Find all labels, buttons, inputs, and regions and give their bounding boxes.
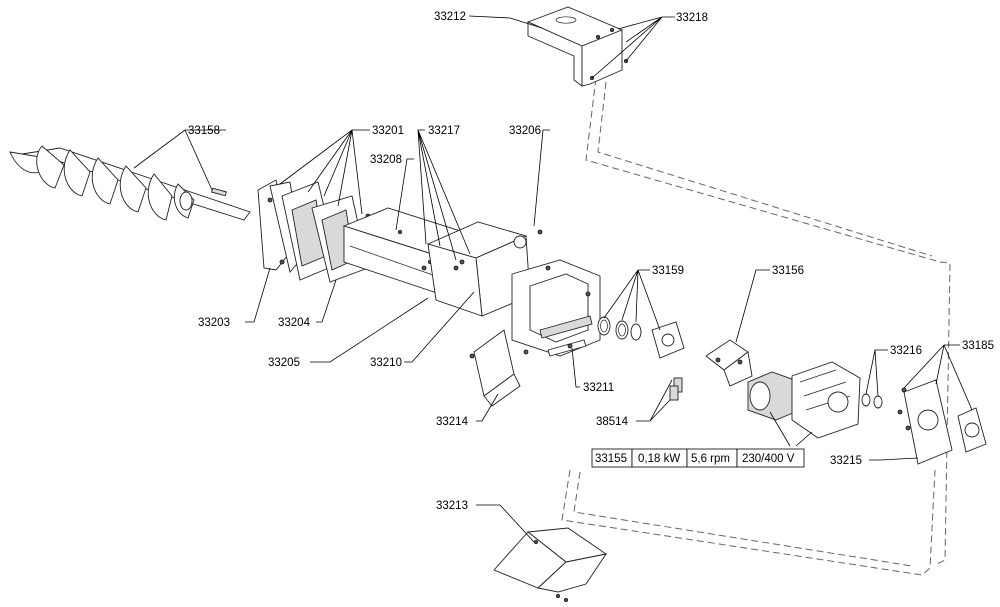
bearing-flange-part	[897, 379, 987, 465]
label-38514: 38514	[596, 416, 629, 428]
label-33204: 33204	[278, 317, 311, 329]
label-33217: 33217	[428, 125, 460, 137]
anti-vibration-mount-part	[669, 377, 683, 401]
label-33211: 33211	[583, 382, 614, 394]
top-cover-part	[526, 6, 629, 87]
washers-part	[861, 393, 883, 409]
leader-lines	[133, 15, 973, 543]
label-33158: 33158	[188, 125, 220, 137]
label-33208: 33208	[370, 154, 402, 166]
auger-screw-part	[9, 145, 251, 221]
label-33156: 33156	[772, 265, 804, 277]
support-bracket-part	[469, 329, 521, 407]
gear-motor-part	[747, 361, 861, 439]
label-33213: 33213	[436, 500, 468, 512]
label-33206: 33206	[509, 125, 541, 137]
label-33212: 33212	[434, 11, 466, 23]
dashed-path-top-inner	[597, 81, 933, 257]
label-33159: 33159	[652, 265, 684, 277]
dashed-path-bottom-inner	[573, 471, 913, 567]
motor-spec-table: 33155 0,18 kW 5,6 rpm 230/400 V	[591, 448, 805, 468]
spec-power: 0,18 kW	[638, 453, 680, 465]
spec-speed: 5,6 rpm	[691, 453, 730, 465]
coupling-part	[705, 339, 753, 387]
label-33201: 33201	[372, 125, 404, 137]
dashed-path-bottom	[561, 469, 936, 576]
label-33218: 33218	[676, 12, 708, 24]
spec-code: 33155	[595, 453, 627, 465]
label-33215: 33215	[830, 455, 862, 467]
end-plate-frame-part	[511, 259, 601, 357]
label-33214: 33214	[436, 416, 469, 428]
label-33185: 33185	[962, 340, 994, 352]
bottom-tray-part	[493, 527, 608, 603]
spec-voltage: 230/400 V	[742, 453, 795, 465]
label-33210: 33210	[370, 357, 402, 369]
label-33216: 33216	[890, 345, 922, 357]
label-33205: 33205	[268, 357, 300, 369]
dashed-path-top	[585, 77, 951, 566]
label-33203: 33203	[198, 317, 230, 329]
seal-rings-part	[597, 316, 685, 359]
